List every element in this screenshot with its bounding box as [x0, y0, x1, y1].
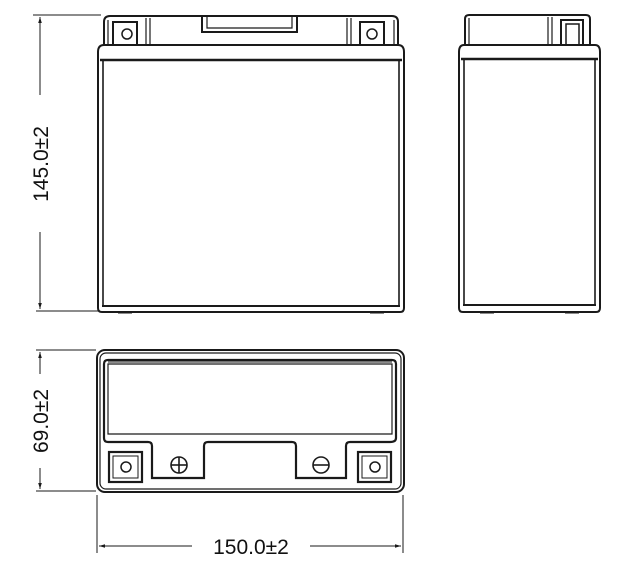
positive-terminal-icon	[170, 456, 188, 474]
top-view	[96, 349, 405, 493]
width-dimension: 150.0±2	[96, 495, 404, 559]
depth-dimension-label: 69.0±2	[30, 389, 53, 453]
side-terminal	[560, 19, 584, 46]
height-dimension: 145.0±2	[30, 14, 101, 312]
depth-dimension: 69.0±2	[30, 349, 96, 492]
width-dimension-label: 150.0±2	[213, 536, 289, 559]
height-dimension-label: 145.0±2	[30, 126, 53, 202]
top-left-terminal	[107, 450, 144, 484]
side-view	[458, 14, 601, 314]
front-right-terminal	[346, 18, 385, 46]
front-left-terminal	[112, 18, 151, 46]
negative-terminal-icon	[312, 456, 330, 474]
front-view	[97, 15, 405, 314]
top-right-terminal	[356, 450, 393, 484]
